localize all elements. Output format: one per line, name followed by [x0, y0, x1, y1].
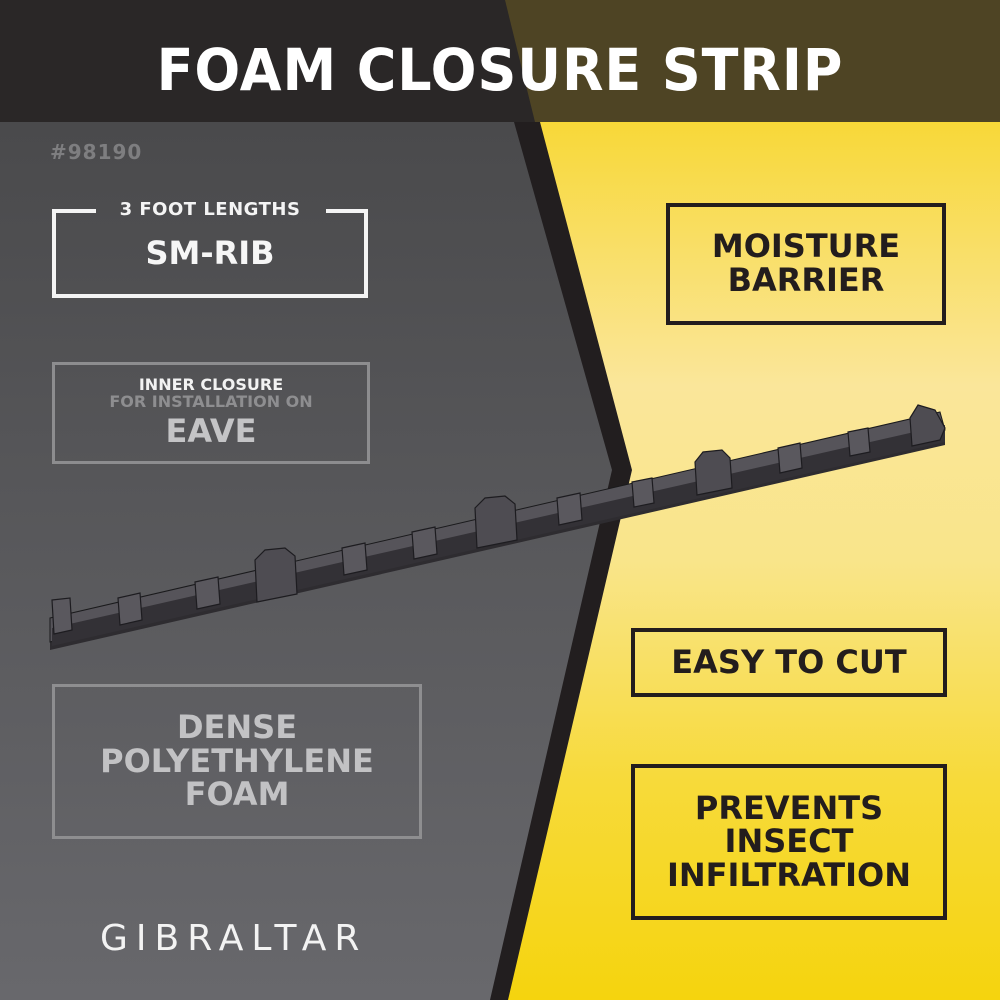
- feature-line: MOISTURE: [711, 227, 901, 266]
- feature-line: BARRIER: [727, 261, 885, 299]
- material-box: DENSE POLYETHYLENE FOAM: [52, 684, 422, 839]
- material-line: POLYETHYLENE: [100, 741, 374, 780]
- closure-type-box: INNER CLOSURE FOR INSTALLATION ON EAVE: [52, 362, 370, 464]
- box-top-border-right: [326, 209, 368, 213]
- feature-line: EASY TO CUT: [671, 642, 907, 681]
- length-profile-box: [52, 210, 368, 298]
- material-line: DENSE: [176, 708, 298, 747]
- feature-line: INSECT: [724, 822, 854, 861]
- product-sku: #98190: [50, 140, 143, 164]
- box-top-border-left: [52, 209, 96, 213]
- closure-type-line3: EAVE: [165, 412, 257, 450]
- page-title: FOAM CLOSURE STRIP: [156, 36, 844, 104]
- feature-moisture-barrier: MOISTURE BARRIER: [666, 203, 946, 325]
- length-label: 3 FOOT LENGTHS: [119, 199, 301, 220]
- closure-type-line2: FOR INSTALLATION ON: [109, 392, 313, 412]
- profile-name: SM-RIB: [145, 234, 275, 272]
- feature-line: INFILTRATION: [666, 855, 911, 894]
- brand-logo: GIBRALTAR: [100, 918, 368, 959]
- material-line: FOAM: [184, 775, 290, 814]
- closure-type-line1: INNER CLOSURE: [138, 375, 284, 395]
- feature-prevents-insects: PREVENTS INSECT INFILTRATION: [631, 764, 947, 920]
- feature-line: PREVENTS: [694, 788, 884, 827]
- feature-easy-to-cut: EASY TO CUT: [631, 628, 947, 697]
